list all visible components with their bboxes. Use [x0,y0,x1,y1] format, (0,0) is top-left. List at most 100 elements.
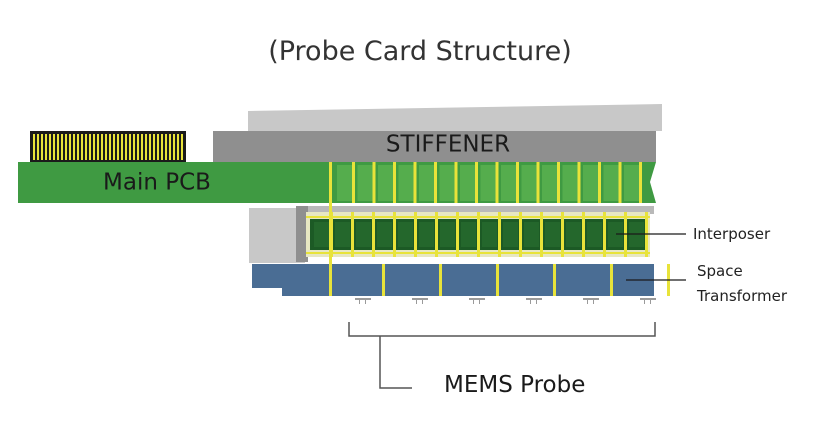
space-transformer [252,264,670,296]
interposer-cell [608,222,623,247]
pcb-cell [624,165,639,201]
interposer-pin [393,212,396,257]
probe-tip [469,298,485,300]
connector-pin [97,134,99,160]
pcb-via-cells [337,162,642,203]
connector-body [30,131,186,163]
connector-pin [181,134,183,160]
pcb-cell [521,165,537,201]
connector-pin [41,134,43,160]
probe-tip [583,298,599,300]
connector-pin [117,134,119,160]
pcb-via [454,162,458,203]
connector-pin [77,134,79,160]
holder-frame-top [296,206,654,214]
interposer-cell [461,222,476,247]
connector-pin [121,134,123,160]
connector-pins [33,134,183,160]
interposer-cell [545,222,560,247]
interposer-pin [372,212,375,257]
connector-pin [37,134,39,160]
connector-pin [69,134,71,160]
pcb-via [536,162,540,203]
pcb-via [557,162,560,203]
pcb-cell [419,165,434,201]
connector-pin [49,134,51,160]
interposer-cell [587,222,602,247]
interposer-pin [603,212,606,257]
space-transformer-left-step [252,264,310,296]
interposer-label: Interposer [693,225,771,243]
probe-needle [416,300,417,304]
interposer-cell [398,222,413,247]
pcb-via [475,162,478,203]
pcb-cell [562,165,578,201]
pcb-via [618,162,622,203]
holder-frame-side [296,206,308,262]
space-transformer-label-line1: Space [697,262,743,280]
connector-pin [65,134,67,160]
pcb-cell [337,165,352,201]
pcb-via [393,162,396,203]
interposer-pin [540,212,543,257]
connector-pin [45,134,47,160]
connector-pin [141,134,143,160]
pcb-cell [398,165,414,201]
diagram-title: (Probe Card Structure) [268,36,572,67]
interposer-cell [314,222,329,247]
interposer-cell [335,222,350,247]
space-transformer-label-line2: Transformer [696,287,788,305]
connector-pin [129,134,131,160]
connector-pin [173,134,175,160]
pcb-cell [439,165,455,201]
interposer-cell [377,222,392,247]
connector-pin [177,134,179,160]
interposer-cell [419,222,434,247]
holder-block [249,206,654,263]
connector-pin [157,134,159,160]
connector-pin [105,134,107,160]
connector-pin [73,134,75,160]
probe-tip [355,298,371,300]
probe-needle [473,300,474,304]
probe-needle [536,300,537,304]
stiffener: STIFFENER [213,104,662,162]
pcb-via [352,162,355,203]
pcb-via [413,162,417,203]
transformer-trace [610,264,613,296]
pcb-cell [460,165,475,201]
probe-needle [587,300,588,304]
connector-pin [57,134,59,160]
probe-needle [359,300,360,304]
interposer-cell [524,222,539,247]
probe-tip [412,298,428,300]
connector-pin [85,134,87,160]
probe-tip [640,298,656,300]
pcb-cell [501,165,516,201]
transformer-trace [553,264,556,296]
pcb-cell [480,165,496,201]
interposer-pin [498,212,501,257]
interposer-pin [561,212,564,257]
connector-pin [101,134,103,160]
pcb-via [372,162,376,203]
space-transformer-body [306,264,654,296]
connector-pin [137,134,139,160]
pcb-cell [603,165,619,201]
interposer-pin [582,212,585,257]
connector-pin [125,134,127,160]
stiffener-label: STIFFENER [386,132,510,158]
probe-needle [650,300,651,304]
interposer-cell [566,222,581,247]
mems-probe-bracket [348,322,656,389]
probe-needle [479,300,480,304]
pcb-cell [357,165,373,201]
pcb-via [598,162,601,203]
interposer-pin [519,212,522,257]
connector-pin [93,134,95,160]
pcb-via [577,162,581,203]
bracket-leader [379,336,412,389]
connector-pin [149,134,151,160]
pcb-via [495,162,499,203]
connector-pin [133,134,135,160]
